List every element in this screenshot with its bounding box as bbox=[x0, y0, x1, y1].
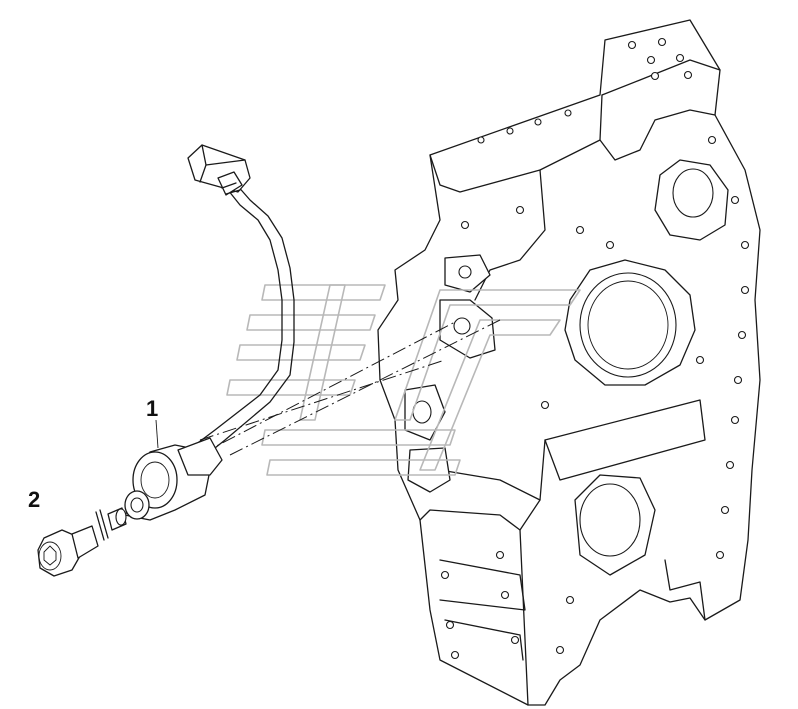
callout-part-2: 2 bbox=[28, 487, 41, 512]
cover-top-edge bbox=[601, 59, 721, 96]
sensor-mount-ear-hole bbox=[130, 497, 144, 513]
lower-pocket bbox=[439, 559, 526, 611]
cover-lower-rib bbox=[439, 469, 541, 501]
bolt-head-face bbox=[38, 541, 62, 571]
lower-bore-flange bbox=[574, 474, 656, 576]
cover-side-edge bbox=[519, 439, 546, 706]
sensor-axis-line bbox=[179, 321, 456, 466]
recess-panel bbox=[544, 399, 706, 481]
lower-pocket-edge bbox=[444, 619, 524, 661]
connector-boot bbox=[217, 171, 243, 196]
sensor-face-inner bbox=[140, 461, 170, 499]
sensor-cable bbox=[194, 183, 295, 457]
cover-bolt-holes bbox=[440, 37, 750, 660]
upper-bore bbox=[672, 168, 714, 218]
cover-outline bbox=[377, 19, 761, 706]
brand-watermark-icon bbox=[226, 284, 581, 476]
connector-ribs bbox=[221, 182, 241, 195]
main-bore-inner bbox=[587, 280, 669, 370]
upper-boss-hole bbox=[458, 265, 472, 279]
cover-top-ledge bbox=[429, 94, 603, 193]
callout-1-leader bbox=[155, 419, 159, 449]
main-bore bbox=[579, 272, 677, 378]
connector-edge bbox=[199, 164, 207, 183]
callout-part-1: 1 bbox=[146, 396, 159, 421]
base-foot bbox=[664, 559, 706, 621]
upper-bore-flange bbox=[654, 159, 729, 241]
sensor-body-icon bbox=[124, 437, 223, 521]
sensor-mount-hole bbox=[453, 317, 471, 335]
cable-outer bbox=[194, 189, 283, 446]
engine-front-cover bbox=[377, 19, 761, 706]
bolt-break-lines bbox=[95, 509, 109, 541]
mounting-bolt-icon bbox=[37, 507, 127, 577]
bolt-hex-socket bbox=[43, 545, 57, 566]
bolt-tip bbox=[115, 508, 127, 526]
sensor-cable-gland bbox=[177, 437, 223, 476]
connector-plug-icon bbox=[187, 144, 251, 196]
cover-upper-rib bbox=[599, 109, 716, 161]
bolt-shank bbox=[71, 525, 99, 559]
bolt-axis-line bbox=[229, 319, 501, 456]
cable-inner bbox=[204, 183, 295, 457]
lower-bore bbox=[579, 483, 641, 557]
cover-bottom-rib bbox=[419, 509, 521, 531]
